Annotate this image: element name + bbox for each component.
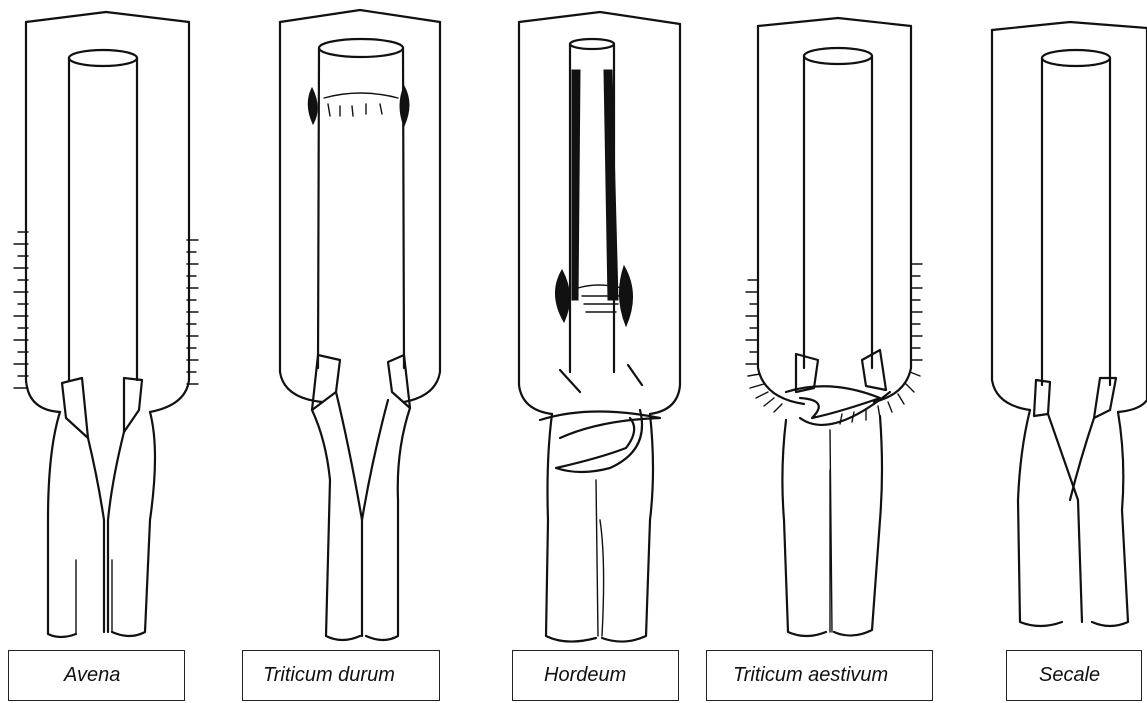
triticum-aestivum-drawing [746, 18, 922, 636]
label-triticum-durum-text: Triticum durum [263, 664, 395, 687]
label-hordeum-text: Hordeum [544, 664, 626, 687]
label-triticum-aestivum-text: Triticum aestivum [733, 664, 888, 687]
label-hordeum: Hordeum [512, 650, 679, 701]
hordeum-drawing [519, 12, 680, 642]
avena-drawing [14, 12, 198, 637]
triticum-durum-drawing [280, 10, 440, 640]
label-avena-text: Avena [64, 664, 120, 687]
label-secale: Secale [1006, 650, 1142, 701]
secale-drawing [992, 22, 1147, 626]
label-secale-text: Secale [1039, 664, 1100, 687]
label-avena: Avena [8, 650, 185, 701]
label-triticum-durum: Triticum durum [242, 650, 440, 701]
triticum-aestivum-hairs [746, 264, 922, 424]
label-triticum-aestivum: Triticum aestivum [706, 650, 933, 701]
